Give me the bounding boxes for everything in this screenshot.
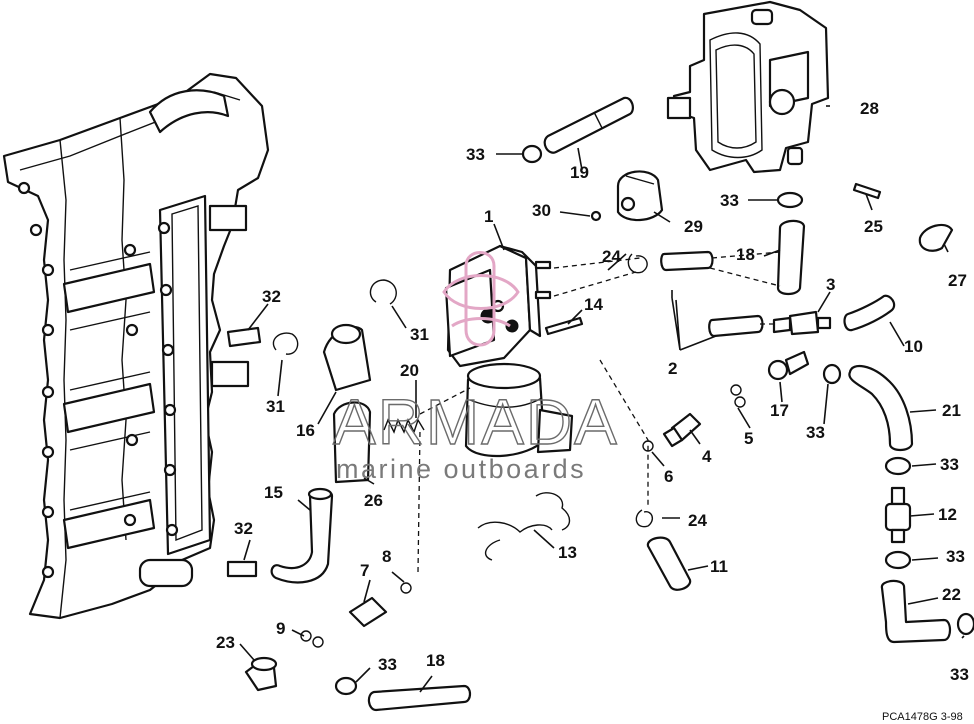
callout-1: 1 bbox=[484, 207, 493, 226]
callout-27: 27 bbox=[948, 271, 967, 290]
callout-24-lower: 24 bbox=[688, 511, 707, 530]
part-26-cup bbox=[332, 401, 372, 484]
engine-block bbox=[2, 72, 270, 620]
callout-33-f: 33 bbox=[950, 665, 969, 684]
callout-5: 5 bbox=[744, 429, 753, 448]
callout-15: 15 bbox=[264, 483, 283, 502]
callout-labels: 1 2 3 4 5 6 7 8 9 10 11 12 13 14 15 16 1… bbox=[216, 99, 969, 684]
part-18-hose-right bbox=[776, 219, 806, 296]
callout-23: 23 bbox=[216, 633, 235, 652]
callout-24-upper: 24 bbox=[602, 247, 621, 266]
callout-33-b: 33 bbox=[720, 191, 739, 210]
washers bbox=[300, 210, 746, 648]
callout-32-upper: 32 bbox=[262, 287, 281, 306]
callout-31-lower: 31 bbox=[266, 397, 285, 416]
watermark-tagline: marine outboards bbox=[336, 454, 586, 484]
part-4-fitting bbox=[662, 412, 702, 448]
part-18-hose-lower bbox=[367, 684, 472, 712]
callout-12: 12 bbox=[938, 505, 957, 524]
part-10-hose bbox=[843, 294, 896, 332]
part-20-spring bbox=[383, 418, 425, 434]
callout-16: 16 bbox=[296, 421, 315, 440]
part-13-clip bbox=[477, 492, 571, 561]
callout-2: 2 bbox=[668, 359, 677, 378]
callout-31-upper: 31 bbox=[410, 325, 429, 344]
callout-6: 6 bbox=[664, 467, 673, 486]
callout-19: 19 bbox=[570, 163, 589, 182]
callout-29: 29 bbox=[684, 217, 703, 236]
callout-11: 11 bbox=[710, 557, 728, 576]
callout-14: 14 bbox=[584, 295, 603, 314]
callout-22: 22 bbox=[942, 585, 961, 604]
callout-18-lower: 18 bbox=[426, 651, 445, 670]
part-12-inline-filter bbox=[884, 486, 912, 544]
part-21-hose bbox=[848, 364, 914, 452]
part-15-hose bbox=[270, 487, 334, 584]
callout-33-d: 33 bbox=[940, 455, 959, 474]
callout-33-e: 33 bbox=[946, 547, 965, 566]
part-29-filter bbox=[616, 170, 664, 222]
callout-4: 4 bbox=[702, 447, 712, 466]
part-23-valve bbox=[244, 656, 278, 692]
callout-7: 7 bbox=[360, 561, 369, 580]
callout-8: 8 bbox=[382, 547, 391, 566]
leader-lines bbox=[239, 105, 965, 693]
part-2-hose bbox=[660, 250, 764, 338]
part-7-fitting bbox=[348, 596, 388, 628]
callout-21: 21 bbox=[942, 401, 961, 420]
callout-33-a: 33 bbox=[466, 145, 485, 164]
watermark-logo-mark bbox=[442, 251, 520, 347]
part-25-screw bbox=[852, 182, 882, 200]
callout-18-upper: 18 bbox=[736, 245, 755, 264]
callout-3: 3 bbox=[826, 275, 835, 294]
part-16-bulb bbox=[322, 323, 372, 392]
clamps-33 bbox=[334, 144, 974, 696]
watermark-brand: ARMADA bbox=[333, 386, 619, 458]
spring-clips bbox=[272, 253, 654, 528]
callout-25: 25 bbox=[864, 217, 883, 236]
part-14-screw bbox=[544, 316, 584, 336]
callout-20: 20 bbox=[400, 361, 419, 380]
part-19-hose bbox=[543, 96, 634, 154]
callout-13: 13 bbox=[558, 543, 577, 562]
callout-17: 17 bbox=[770, 401, 789, 420]
callout-28: 28 bbox=[860, 99, 879, 118]
part-22-hose bbox=[880, 579, 952, 644]
callout-30: 30 bbox=[532, 201, 551, 220]
part-17-elbow bbox=[767, 350, 810, 381]
callout-10: 10 bbox=[904, 337, 923, 356]
watermark: ARMADA marine outboards bbox=[332, 251, 619, 484]
part-27-clamp bbox=[918, 223, 954, 252]
vapor-separator bbox=[666, 0, 830, 174]
callout-26: 26 bbox=[364, 491, 383, 510]
part-11-hose bbox=[646, 536, 692, 591]
part-3-fitting bbox=[772, 310, 832, 336]
part-32-fitting-upper bbox=[226, 326, 262, 348]
callout-33-c: 33 bbox=[806, 423, 825, 442]
callout-33-g: 33 bbox=[378, 655, 397, 674]
callout-32-lower: 32 bbox=[234, 519, 253, 538]
callout-9: 9 bbox=[276, 619, 285, 638]
dashed-lines bbox=[417, 251, 781, 573]
part-32-fitting-lower bbox=[226, 560, 258, 578]
drawing-code: PCA1478G 3-98 bbox=[882, 711, 963, 723]
